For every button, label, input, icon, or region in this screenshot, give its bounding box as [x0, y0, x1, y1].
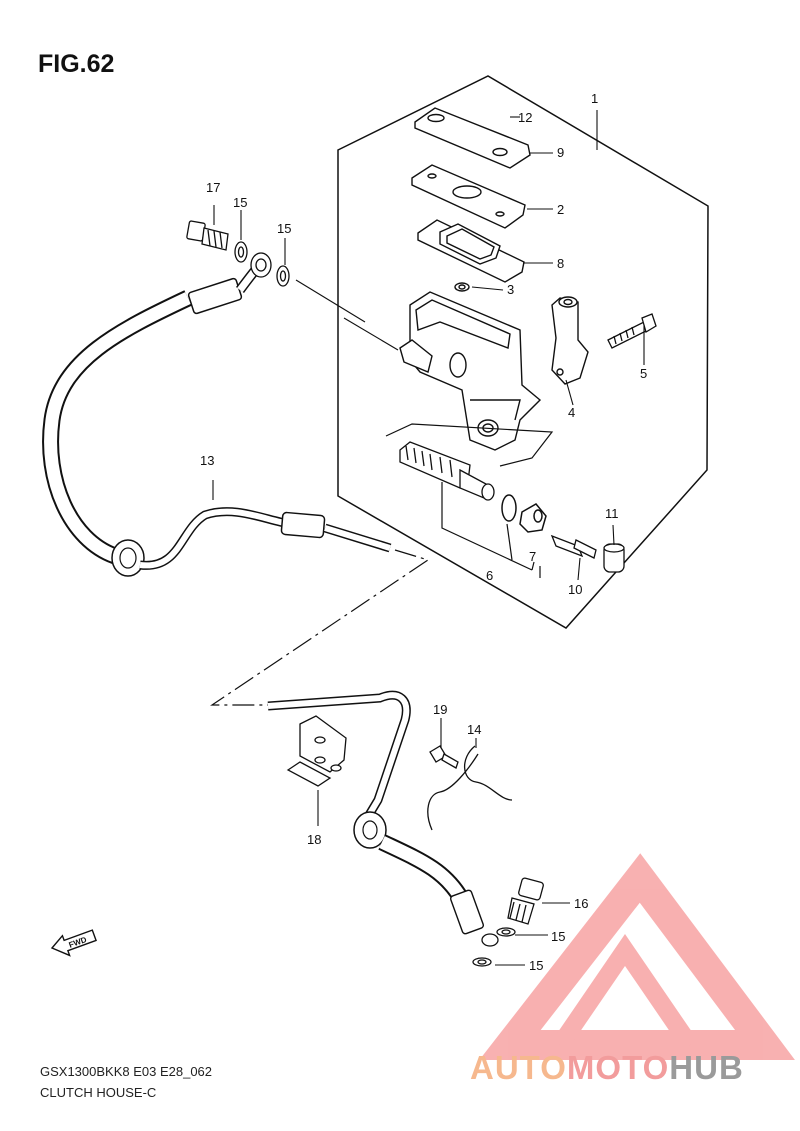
split-indicator-line	[210, 549, 430, 706]
push-rod-and-cap	[550, 534, 625, 573]
callout-3: 3	[507, 282, 514, 297]
callout-brackets	[441, 482, 541, 578]
watermark-part-moto: MOTO	[566, 1049, 670, 1086]
callout-17: 17	[206, 180, 220, 195]
callout-1: 1	[591, 91, 598, 106]
callout-13: 13	[200, 453, 214, 468]
clutch-hose-upper	[42, 258, 392, 577]
callout-15-a: 15	[233, 195, 247, 210]
hose-clamp	[286, 715, 347, 787]
callout-16: 16	[574, 896, 588, 911]
assembly-name: CLUTCH HOUSE-C	[40, 1085, 157, 1100]
callout-15-d: 15	[529, 958, 543, 973]
forward-direction-icon: FWD	[50, 929, 97, 957]
clutch-hose-lower	[267, 690, 499, 947]
lower-banjo-bolt	[472, 877, 544, 967]
callout-11: 11	[605, 506, 619, 521]
callout-2: 2	[557, 202, 564, 217]
watermark-part-hub: HUB	[669, 1049, 744, 1086]
callout-14: 14	[467, 722, 481, 737]
holder-bolt	[607, 313, 657, 349]
figure-title: FIG.62	[38, 50, 115, 78]
callout-9: 9	[557, 145, 564, 160]
master-cylinder-body	[399, 291, 542, 451]
piston-kit	[399, 441, 495, 501]
watermark-part-auto: AUTO	[470, 1049, 567, 1086]
callout-12: 12	[518, 110, 532, 125]
guide-bolt-and-wire	[427, 745, 513, 831]
watermark-text: AUTOMOTOHUB	[470, 1049, 744, 1087]
callout-6: 6	[486, 568, 493, 583]
lever-holder	[551, 296, 589, 385]
callout-7: 7	[529, 549, 536, 564]
banjo-bolt-assembly	[186, 220, 290, 287]
callout-15-c: 15	[551, 929, 565, 944]
callout-4: 4	[568, 405, 575, 420]
callout-8: 8	[557, 256, 564, 271]
callout-19: 19	[433, 702, 447, 717]
callout-15-b: 15	[277, 221, 291, 236]
circlip-and-boot	[501, 494, 547, 533]
callout-18: 18	[307, 832, 321, 847]
callout-5: 5	[640, 366, 647, 381]
reservoir-cap-stack	[411, 107, 531, 292]
callout-labels: 1 2 3 4 5 6 7 8 9 10 11 12 13 14 15 15 1…	[200, 91, 647, 973]
leader-lines-lower	[317, 718, 570, 966]
model-code: GSX1300BKK8 E03 E28_062	[40, 1064, 213, 1079]
assembly-bounding-box	[337, 75, 709, 629]
watermark-logo-icon	[479, 853, 795, 1060]
callout-10: 10	[568, 582, 582, 597]
leader-lines	[212, 110, 645, 581]
piston-kit-outline	[385, 423, 554, 467]
